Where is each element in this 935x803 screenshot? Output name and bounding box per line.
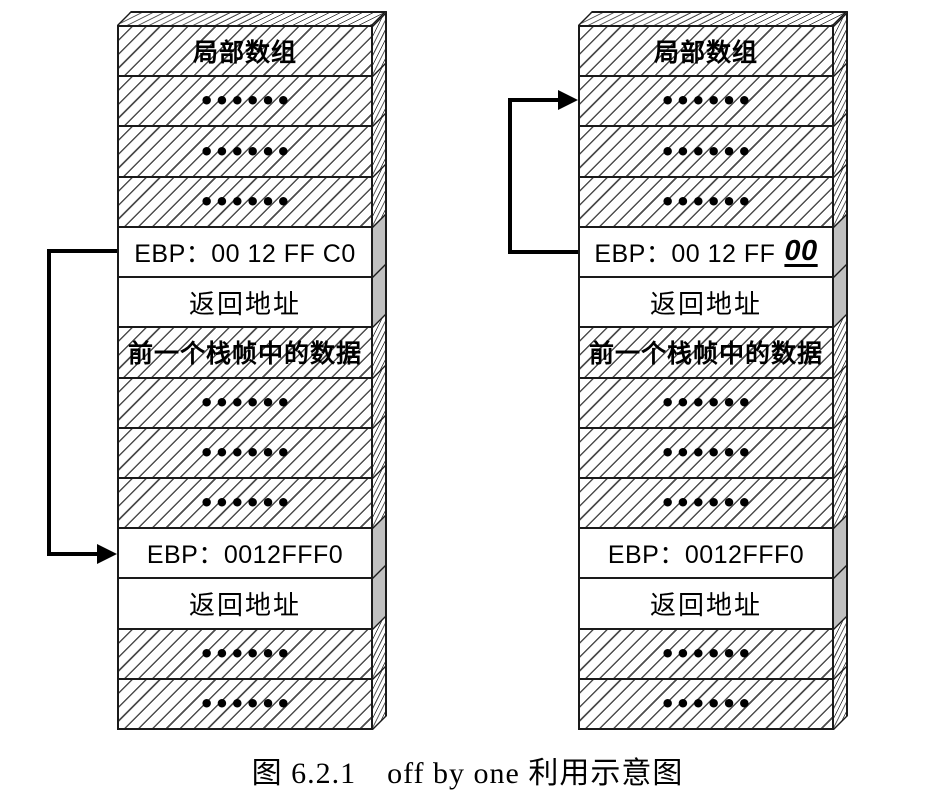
row-label: •••••• [198,87,292,116]
row-ellipsis: •••••• [580,75,832,126]
row-ellipsis: •••••• [580,376,832,427]
row-ellipsis: •••••• [580,175,832,226]
row-label: •••••• [659,489,753,518]
row-prev-frame-data: 前一个栈帧中的数据 [580,326,832,377]
stack-normal: 局部数组 •••••• •••••• •••••• EBP：00 12 FF C… [117,11,387,731]
row-ellipsis: •••••• [119,627,371,678]
arrow-head-icon [558,90,578,110]
stack-side-face [373,11,387,731]
stack-corrupted: 局部数组 •••••• •••••• •••••• EBP：00 12 FF 00… [578,11,848,731]
row-ellipsis: •••••• [580,677,832,729]
row-saved-ebp: EBP：00 12 FF C0 [119,225,371,277]
ebp-value: EBP：00 12 FF C0 [134,239,356,268]
row-label: •••••• [659,187,753,216]
arrow-head-icon [97,544,117,564]
stack-top-face [117,11,387,25]
row-saved-ebp: EBP：0012FFF0 [119,527,371,578]
row-ellipsis: •••••• [580,476,832,528]
row-saved-ebp: EBP：0012FFF0 [580,527,832,578]
row-label: •••••• [198,187,292,216]
row-label: 返回地址 [188,289,301,319]
side-face-segment [834,665,846,731]
row-return-address: 返回地址 [580,577,832,628]
row-label: •••••• [198,689,292,718]
row-label: 返回地址 [188,591,301,621]
row-prev-frame-data: 前一个栈帧中的数据 [119,326,371,377]
ebp-value: EBP：0012FFF0 [146,541,344,570]
row-label: •••••• [659,438,753,467]
row-label: 前一个栈帧中的数据 [588,341,823,369]
row-label: 返回地址 [649,591,762,621]
row-label: 前一个栈帧中的数据 [127,341,362,369]
side-face-segment [373,665,385,731]
row-label: •••••• [198,137,292,166]
row-label: •••••• [198,388,292,417]
stack-front-face: 局部数组 •••••• •••••• •••••• EBP：00 12 FF C… [117,25,373,730]
row-ellipsis: •••••• [580,426,832,477]
row-label: 局部数组 [192,40,297,68]
arrow-segment [508,250,578,254]
row-label: •••••• [659,639,753,668]
row-label: •••••• [198,438,292,467]
arrow-segment [508,98,560,102]
ebp-value-prefix: EBP：00 12 FF [594,239,776,268]
row-label: •••••• [659,87,753,116]
row-label: •••••• [659,137,753,166]
arrow-segment [47,249,117,253]
row-saved-ebp-overwritten: EBP：00 12 FF 00 [580,225,832,277]
row-return-address: 返回地址 [580,276,832,327]
row-ellipsis: •••••• [119,376,371,427]
row-label: 返回地址 [649,289,762,319]
row-return-address: 返回地址 [119,577,371,628]
row-ellipsis: •••••• [119,125,371,176]
figure-caption: 图 6.2.1 off by one 利用示意图 [251,757,684,790]
row-return-address: 返回地址 [119,276,371,327]
row-local-array: 局部数组 [119,27,371,76]
row-ellipsis: •••••• [119,426,371,477]
ebp-overwritten-byte: 00 [784,235,818,268]
row-label: 局部数组 [653,40,758,68]
stack-front-face: 局部数组 •••••• •••••• •••••• EBP：00 12 FF 00… [578,25,834,730]
row-label: •••••• [198,639,292,668]
row-label: •••••• [659,388,753,417]
ebp-value: EBP：0012FFF0 [607,541,805,570]
row-ellipsis: •••••• [119,677,371,729]
row-ellipsis: •••••• [119,476,371,528]
arrow-segment [508,98,512,254]
row-ellipsis: •••••• [580,627,832,678]
row-label: •••••• [198,489,292,518]
arrow-segment [47,249,51,556]
row-label: •••••• [659,689,753,718]
row-ellipsis: •••••• [580,125,832,176]
stack-side-face [834,11,848,731]
row-local-array: 局部数组 [580,27,832,76]
row-ellipsis: •••••• [119,75,371,126]
stack-top-face [578,11,848,25]
row-ellipsis: •••••• [119,175,371,226]
arrow-segment [47,552,99,556]
